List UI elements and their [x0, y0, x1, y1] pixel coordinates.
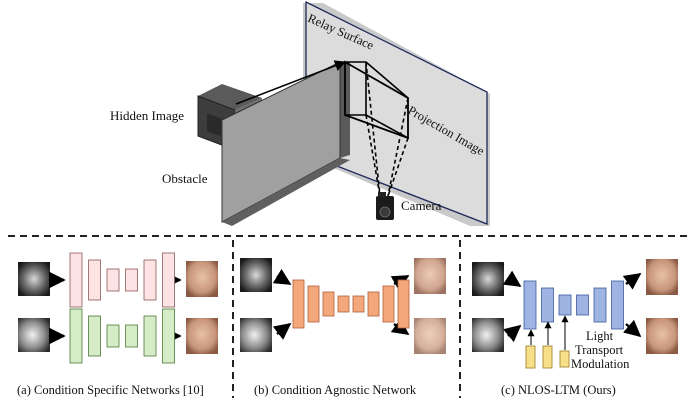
network-layer-block: [352, 295, 365, 313]
network-layer-block: [367, 291, 380, 317]
network-layer-block: [593, 287, 607, 323]
hidden-image-label: Hidden Image: [110, 108, 185, 123]
network-layer-block: [541, 287, 554, 323]
network-layer-block: [307, 285, 320, 323]
panel-c-outputs: [646, 259, 678, 354]
ltm-label-2: Transport: [575, 343, 624, 357]
network-layer-block: [88, 259, 101, 301]
ltm-label-3: Modulation: [571, 357, 630, 371]
camera-label: Camera: [401, 198, 442, 213]
network-layer-block: [558, 294, 572, 316]
network-layer-block: [69, 308, 83, 364]
separators: [8, 235, 692, 398]
caption-c: (c) NLOS-LTM (Ours): [501, 383, 616, 397]
panel-b-network: [292, 279, 410, 329]
obstacle-label: Obstacle: [162, 171, 208, 186]
network-layer-block: [106, 324, 120, 348]
network-layer-block: [143, 259, 157, 301]
panel-c-mod-arrows: [527, 315, 569, 350]
panel-a-outputs: [186, 261, 218, 354]
network-layer-block: [125, 268, 138, 292]
network-layer-block: [397, 279, 410, 329]
caption-b: (b) Condition Agnostic Network: [254, 383, 417, 397]
panel-b-outputs: [414, 258, 446, 354]
network-layer-block: [576, 294, 589, 316]
network-layer-block: [382, 285, 395, 323]
panel-b-inputs: [240, 258, 272, 352]
relay-surface: [303, 0, 490, 226]
modulator-block: [525, 345, 536, 369]
panel-a-network-top: [69, 252, 175, 308]
network-layer-block: [523, 280, 537, 330]
network-layer-block: [611, 280, 624, 330]
obstacle-panel: [221, 61, 350, 226]
network-layer-block: [88, 315, 101, 357]
network-layer-block: [322, 291, 335, 317]
panel-c-inputs: [472, 262, 504, 352]
camera-icon: [376, 192, 394, 220]
network-layer-block: [125, 324, 138, 348]
network-layer-block: [292, 279, 305, 329]
camera-rays: [365, 61, 409, 197]
modulator-block: [559, 350, 570, 368]
network-layer-block: [106, 268, 120, 292]
network-layer-block: [162, 252, 175, 308]
network-layer-block: [69, 252, 83, 308]
network-layer-block: [337, 295, 350, 313]
panel-c-arrows: [502, 270, 642, 343]
panel-c-modulators: [525, 345, 570, 369]
panel-a-network-bottom: [69, 308, 175, 364]
caption-a: (a) Condition Specific Networks [10]: [17, 383, 204, 397]
panel-c-network: [523, 280, 624, 330]
panel-a-inputs: [18, 262, 50, 352]
network-layer-block: [143, 315, 157, 357]
network-layer-block: [162, 308, 175, 364]
modulator-block: [542, 345, 553, 369]
ltm-label-1: Light: [586, 329, 614, 343]
